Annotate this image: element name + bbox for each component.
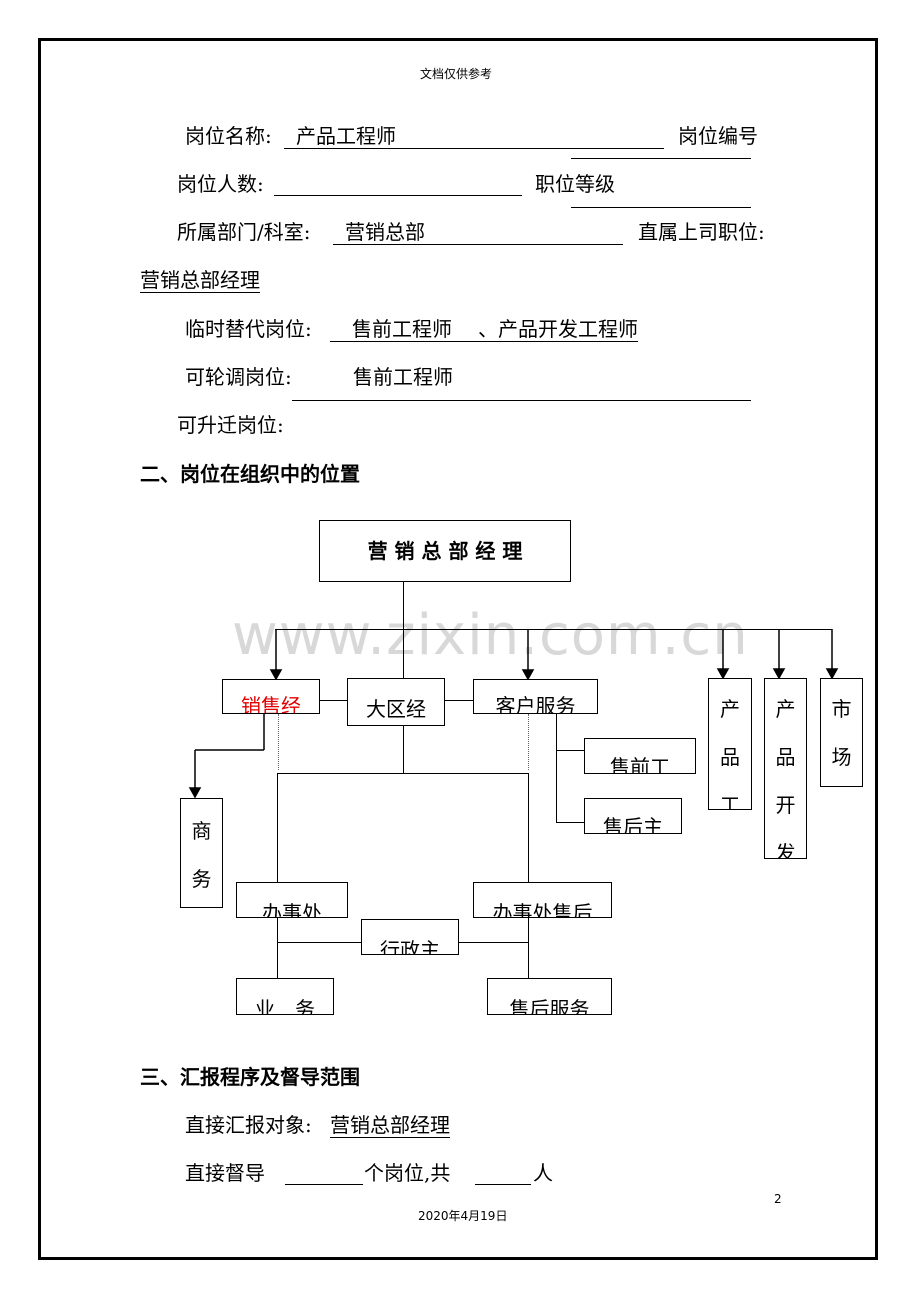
org-office-bus	[277, 773, 529, 774]
org-sales-link	[320, 700, 347, 701]
org-region-label: 大区经	[366, 697, 426, 721]
org-aftersale-link	[556, 822, 584, 823]
org-top-label: 营 销 总 部 经 理	[367, 539, 523, 563]
org-product-eng-box: 产品工	[708, 678, 752, 810]
supervise-blank-2	[475, 1184, 531, 1185]
supervise-b: 个岗位,共	[364, 1161, 451, 1185]
org-dotted-right	[528, 714, 529, 770]
org-region-down	[403, 726, 404, 773]
org-sales-box: 销售经	[222, 679, 320, 714]
org-trunk	[403, 582, 404, 678]
org-office-left-drop	[277, 773, 278, 882]
temp-sub-value: 售前工程师、产品开发工程师	[330, 317, 638, 342]
org-business-label: 商务	[191, 819, 212, 891]
org-market-box: 市场	[820, 678, 863, 787]
supervise-a: 直接督导	[185, 1161, 265, 1185]
post-name-value: 产品工程师	[284, 124, 664, 149]
page-number: 2	[774, 1192, 782, 1206]
rotation-underline	[292, 400, 751, 401]
org-aftersale-label: 售后主	[603, 815, 663, 834]
org-admin-box: 行政主	[361, 919, 459, 955]
org-office-left-down	[277, 918, 278, 978]
page-frame	[38, 38, 878, 1260]
promotion-label: 可升迁岗位:	[177, 413, 284, 437]
post-code-underline	[571, 158, 751, 159]
org-presale-box: 售前工	[584, 738, 696, 774]
org-admin-label: 行政主	[380, 938, 440, 955]
headcount-label: 岗位人数:	[177, 172, 264, 196]
superior-value: 营销总部经理	[140, 268, 260, 293]
org-office-after-box: 办事处售后	[473, 882, 612, 918]
org-office-right-down	[528, 918, 529, 978]
org-top-box: 营 销 总 部 经 理	[319, 520, 571, 582]
org-customer-label: 客户服务	[495, 694, 576, 714]
footer-date: 2020年4月19日	[418, 1209, 508, 1223]
org-region-box: 大区经	[347, 678, 445, 726]
org-customer-sub	[556, 714, 557, 823]
report-label: 直接汇报对象:	[185, 1113, 312, 1137]
org-dotted-left	[278, 714, 279, 770]
dept-value: 营销总部	[333, 220, 623, 245]
grade-underline	[571, 207, 751, 208]
org-market-label: 市场	[831, 697, 852, 769]
report-value: 营销总部经理	[330, 1113, 450, 1138]
grade-label: 职位等级	[535, 172, 615, 196]
org-office-label: 办事处	[262, 901, 322, 918]
supervise-c: 人	[533, 1161, 553, 1185]
org-product-dev-label: 产品开发	[775, 697, 796, 859]
dept-label: 所属部门/科室:	[177, 220, 311, 244]
org-office-box: 办事处	[236, 882, 348, 918]
org-presale-label: 售前工	[610, 755, 670, 774]
org-sales-label: 销售经	[241, 694, 301, 714]
org-ops-box: 业 务	[236, 978, 334, 1015]
supervise-blank-1	[285, 1184, 363, 1185]
org-ops-label: 业 务	[255, 997, 315, 1015]
watermark: www.zixin.com.cn	[232, 603, 749, 668]
temp-sub-label: 临时替代岗位:	[185, 317, 312, 341]
org-service-label: 售后服务	[509, 997, 590, 1015]
org-product-dev-box: 产品开发	[764, 678, 807, 859]
org-top-bus	[275, 629, 832, 630]
org-office-right-drop	[528, 773, 529, 882]
org-office-after-label: 办事处售后	[492, 901, 593, 918]
section2-title: 二、岗位在组织中的位置	[140, 462, 360, 486]
rotation-label: 可轮调岗位:	[185, 365, 292, 389]
org-customer-box: 客户服务	[473, 679, 598, 714]
post-code-label: 岗位编号	[678, 124, 758, 148]
org-customer-link	[445, 700, 473, 701]
headcount-underline	[274, 195, 522, 196]
org-product-eng-label: 产品工	[720, 697, 740, 810]
section3-title: 三、汇报程序及督导范围	[140, 1065, 360, 1089]
org-presale-link	[556, 750, 584, 751]
post-name-label: 岗位名称:	[185, 124, 272, 148]
org-service-box: 售后服务	[487, 978, 612, 1015]
org-aftersale-box: 售后主	[584, 798, 682, 834]
header-note: 文档仅供参考	[420, 67, 493, 81]
rotation-value: 售前工程师	[353, 365, 453, 389]
org-business-box: 商务	[180, 798, 223, 908]
superior-label: 直属上司职位:	[638, 220, 765, 244]
